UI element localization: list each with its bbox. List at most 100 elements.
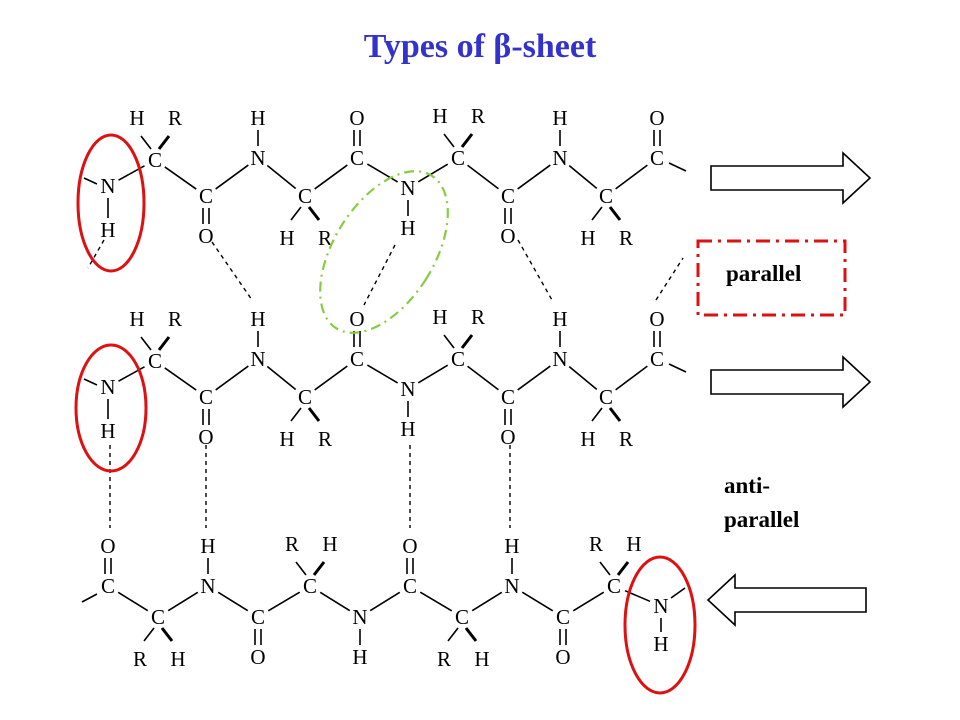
bond-line <box>140 135 152 150</box>
bond-line <box>215 365 249 391</box>
bond-line <box>443 133 455 148</box>
wedge-bond <box>616 561 630 576</box>
atom-c: C <box>501 385 515 409</box>
bond-line <box>369 591 401 612</box>
atom-c: C <box>148 349 162 373</box>
atom-c: C <box>403 574 417 598</box>
atom-h: H <box>432 305 447 329</box>
bond-line <box>314 164 348 190</box>
bond-line <box>319 591 351 612</box>
atom-r: R <box>619 427 633 451</box>
bond-line <box>143 627 155 642</box>
bond-line <box>215 164 249 190</box>
atom-r: R <box>318 226 332 250</box>
bond-line <box>295 561 307 576</box>
atom-h: H <box>279 427 294 451</box>
atom-h: H <box>129 307 144 331</box>
bond-line <box>668 363 687 373</box>
atom-r: R <box>471 104 485 128</box>
atom-c: C <box>599 184 613 208</box>
atom-n: N <box>100 375 115 399</box>
bond-line <box>366 163 399 183</box>
atom-h: H <box>626 532 641 556</box>
bond-line <box>521 591 554 612</box>
atom-n: N <box>552 347 567 371</box>
bond-line <box>164 367 197 391</box>
atom-h: H <box>504 534 519 558</box>
atom-n: N <box>400 377 415 401</box>
atom-h: H <box>100 419 115 443</box>
hydrogen-bond <box>517 239 553 301</box>
bond-line <box>167 591 199 612</box>
atom-h: H <box>100 218 115 242</box>
atom-r: R <box>471 305 485 329</box>
bond-line <box>517 164 551 190</box>
bond-line <box>83 177 98 185</box>
atom-c: C <box>199 184 213 208</box>
bond-line <box>668 162 687 172</box>
nh-highlight-bottom <box>623 555 697 695</box>
bond-line <box>467 365 499 391</box>
slide-title: Types of β-sheet <box>363 28 597 65</box>
bond-line <box>568 366 598 390</box>
direction-arrow-1-right <box>710 151 872 205</box>
atom-o: O <box>198 425 213 449</box>
bond-line <box>591 206 603 221</box>
bond-line <box>117 591 149 612</box>
bond-line <box>467 164 499 190</box>
atom-c: C <box>350 347 364 371</box>
atom-r: R <box>318 427 332 451</box>
hydrogen-bond <box>363 244 396 306</box>
atom-c: C <box>455 605 469 629</box>
bond-line <box>140 336 152 351</box>
bond-line <box>670 587 686 599</box>
atom-c: C <box>650 146 664 170</box>
atom-h: H <box>170 647 185 671</box>
hydrogen-bond <box>87 239 105 269</box>
atom-c: C <box>599 385 613 409</box>
hydrogen-bonds <box>87 239 684 528</box>
hydrogen-bond <box>211 241 253 301</box>
atom-c: C <box>451 347 465 371</box>
atom-h: H <box>200 534 215 558</box>
atom-r: R <box>437 647 451 671</box>
atom-n: N <box>200 574 215 598</box>
atom-r: R <box>133 647 147 671</box>
wedge-bond <box>608 206 622 221</box>
atom-r: R <box>168 307 182 331</box>
atom-o: O <box>500 224 515 248</box>
atom-c: C <box>101 574 115 598</box>
bond-line <box>417 364 449 384</box>
atom-h: H <box>474 647 489 671</box>
bond-line <box>217 591 249 612</box>
atom-c: C <box>298 184 312 208</box>
wedge-bond <box>312 561 326 576</box>
atom-c: C <box>650 347 664 371</box>
atom-c: C <box>303 574 317 598</box>
bond-line <box>83 378 98 386</box>
wedge-bond <box>460 334 474 349</box>
atom-c: C <box>148 148 162 172</box>
direction-arrows <box>706 151 872 627</box>
atom-n: N <box>352 605 367 629</box>
atom-o: O <box>402 534 417 558</box>
atom-h: H <box>400 417 415 441</box>
atom-r: R <box>589 532 603 556</box>
atom-c: C <box>607 574 621 598</box>
atom-h: H <box>352 645 367 669</box>
atom-r: R <box>285 532 299 556</box>
atom-h: H <box>322 532 337 556</box>
bond-line <box>267 591 301 612</box>
antiparallel-label-line2: parallel <box>724 507 799 532</box>
atom-h: H <box>400 216 415 240</box>
wedge-bond <box>307 407 321 422</box>
atom-o: O <box>100 534 115 558</box>
bond-line <box>615 164 648 190</box>
atom-c: C <box>199 385 213 409</box>
wedge-bond <box>460 133 474 148</box>
wedge-bond <box>160 627 174 642</box>
atom-c: C <box>451 146 465 170</box>
